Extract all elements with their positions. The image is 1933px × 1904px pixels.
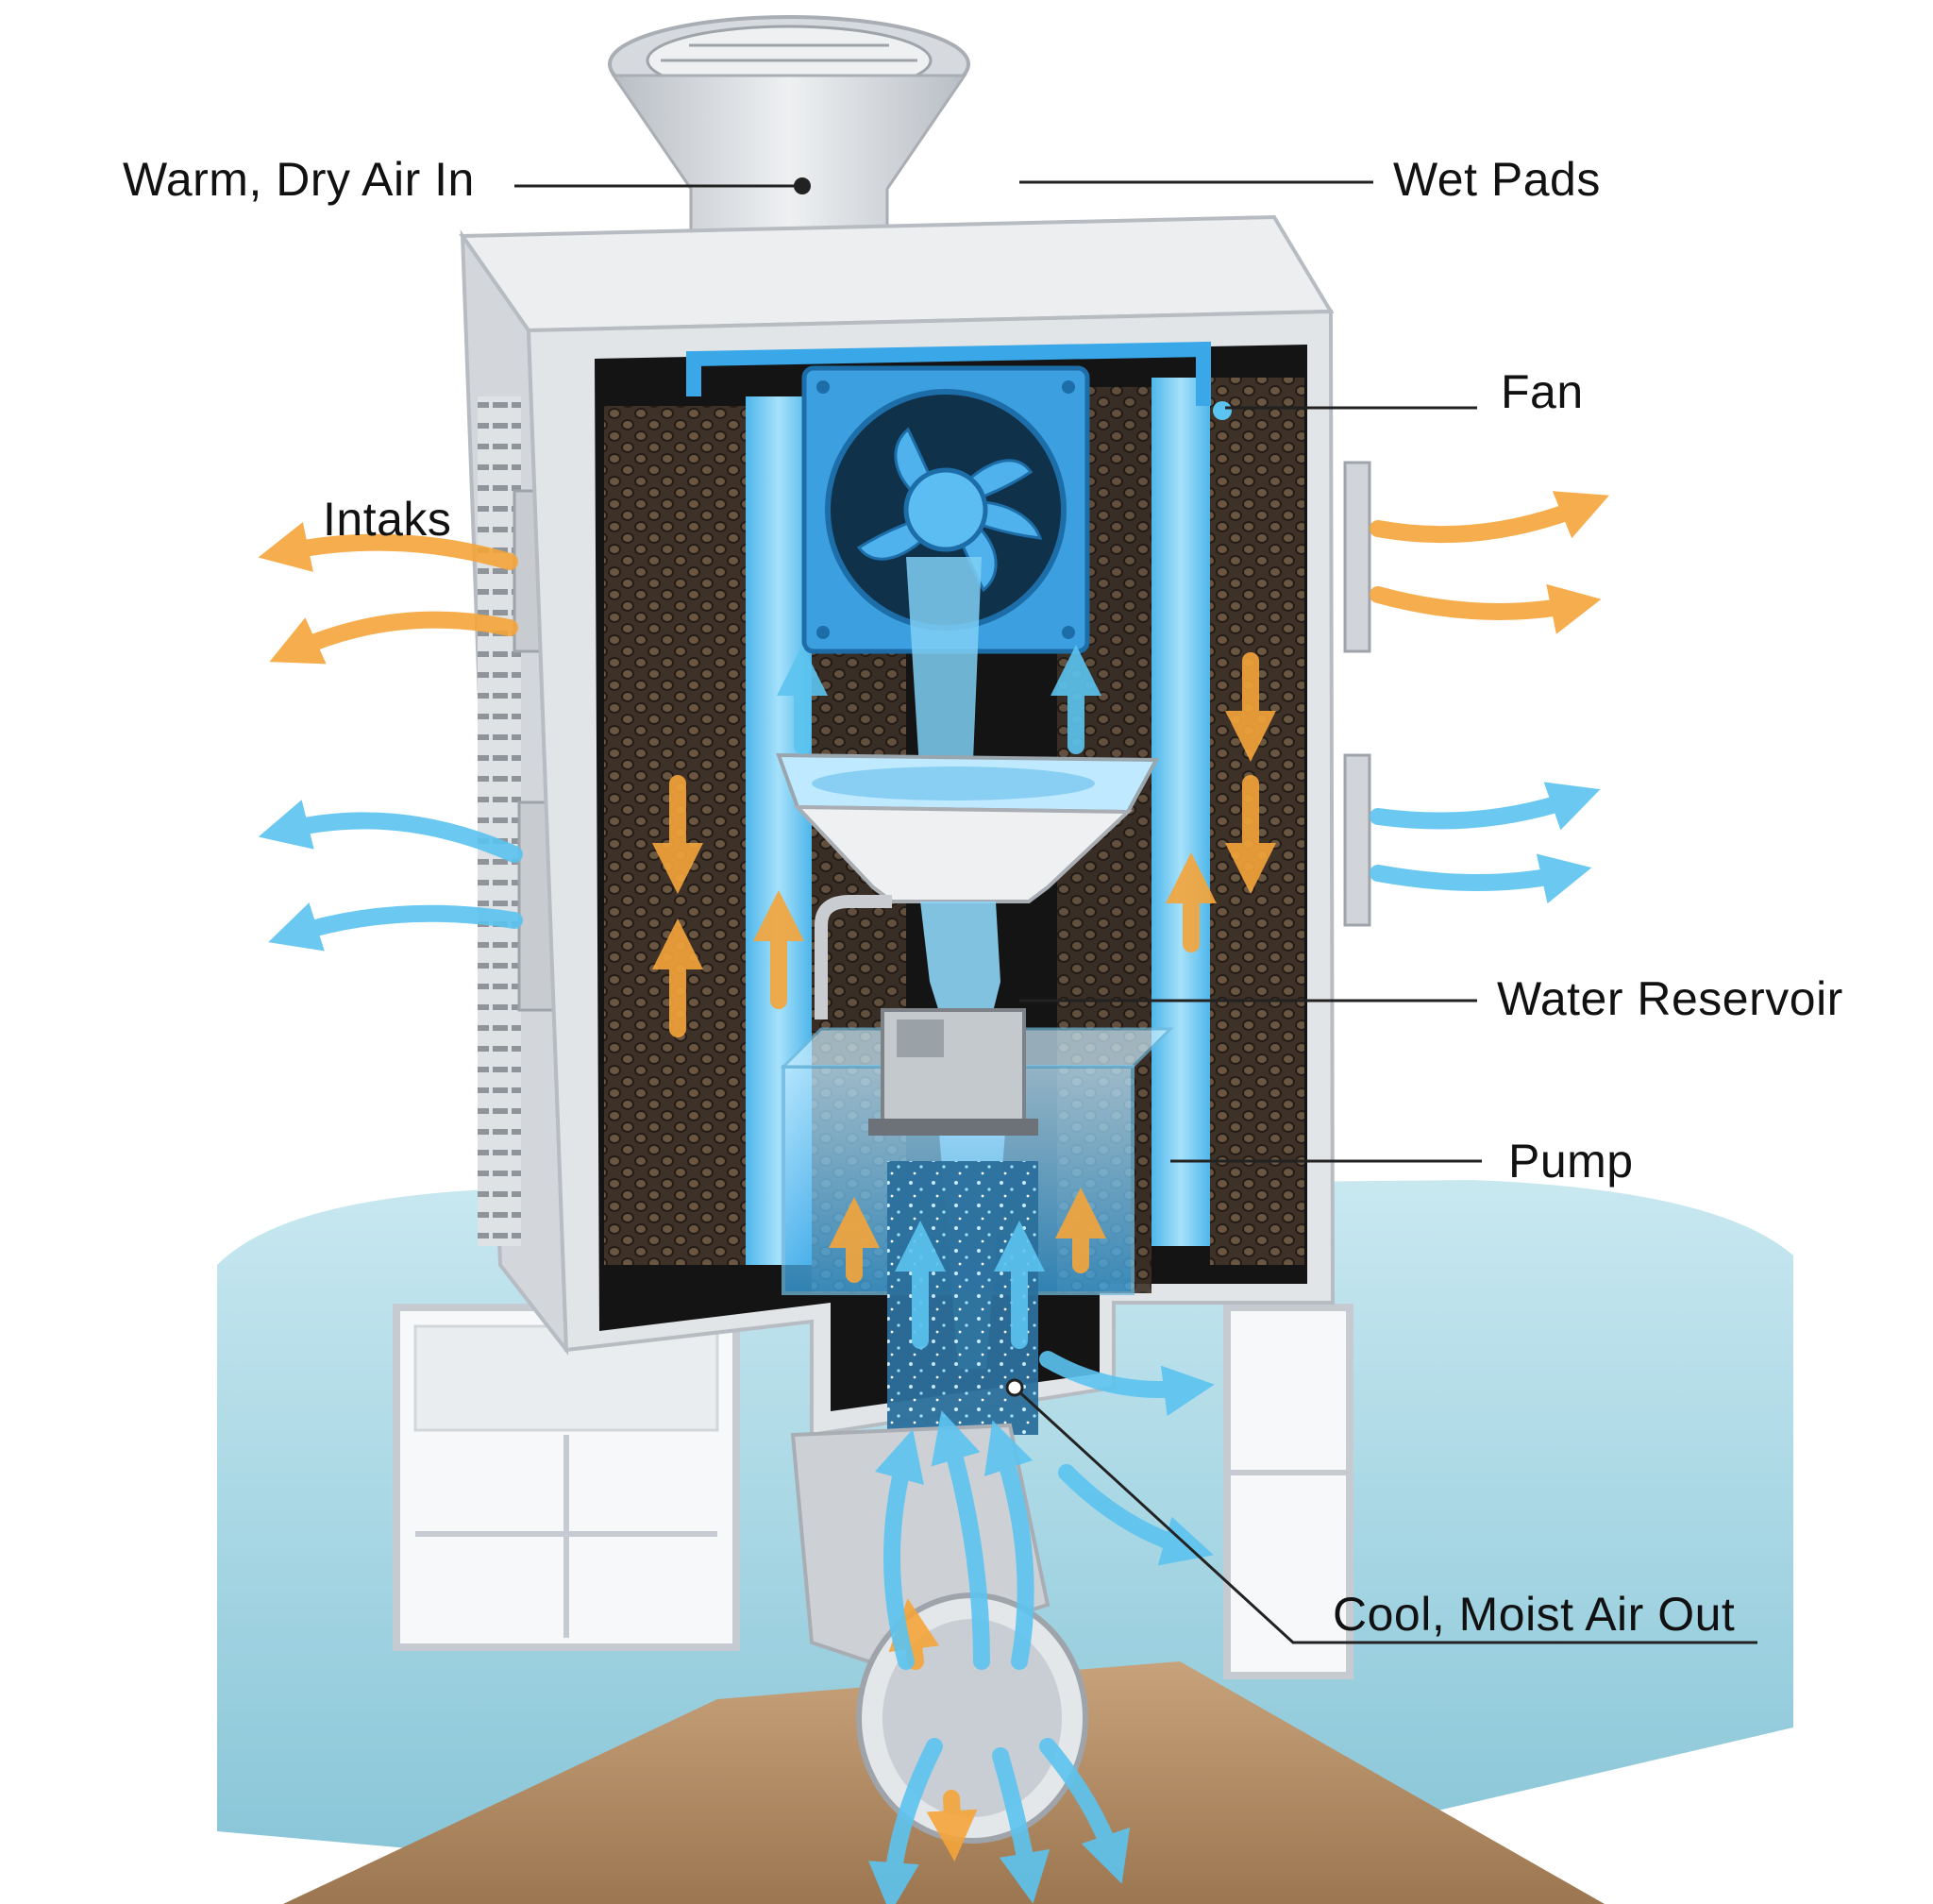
pump-icon [868,1008,1038,1136]
cool-air-arrows [258,645,1601,1904]
warm-air-arrows [258,491,1609,1862]
label-water-reservoir: Water Reservoir [1497,972,1843,1025]
window-right [1223,1304,1353,1679]
water-drop-icon [1213,401,1232,420]
funnel [793,804,1133,903]
leader-cool-air-out [1013,1386,1757,1644]
label-pump: Pump [1508,1135,1634,1188]
fan-unit [801,365,1090,654]
cool-air-arrow-icon [258,800,523,863]
label-warm-dry-air-in: Warm, Dry Air In [123,153,475,206]
label-wet-pads: Wet Pads [1393,153,1601,206]
leader-lines [514,177,1757,1644]
label-intaks: Intaks [323,493,452,546]
warm-air-arrow-icon [258,522,518,572]
label-cool-moist-air-out: Cool, Moist Air Out [1333,1588,1736,1641]
label-fan: Fan [1501,365,1584,418]
right-panel-handle [1343,461,1371,653]
water-distribution-pipe [686,341,1211,406]
